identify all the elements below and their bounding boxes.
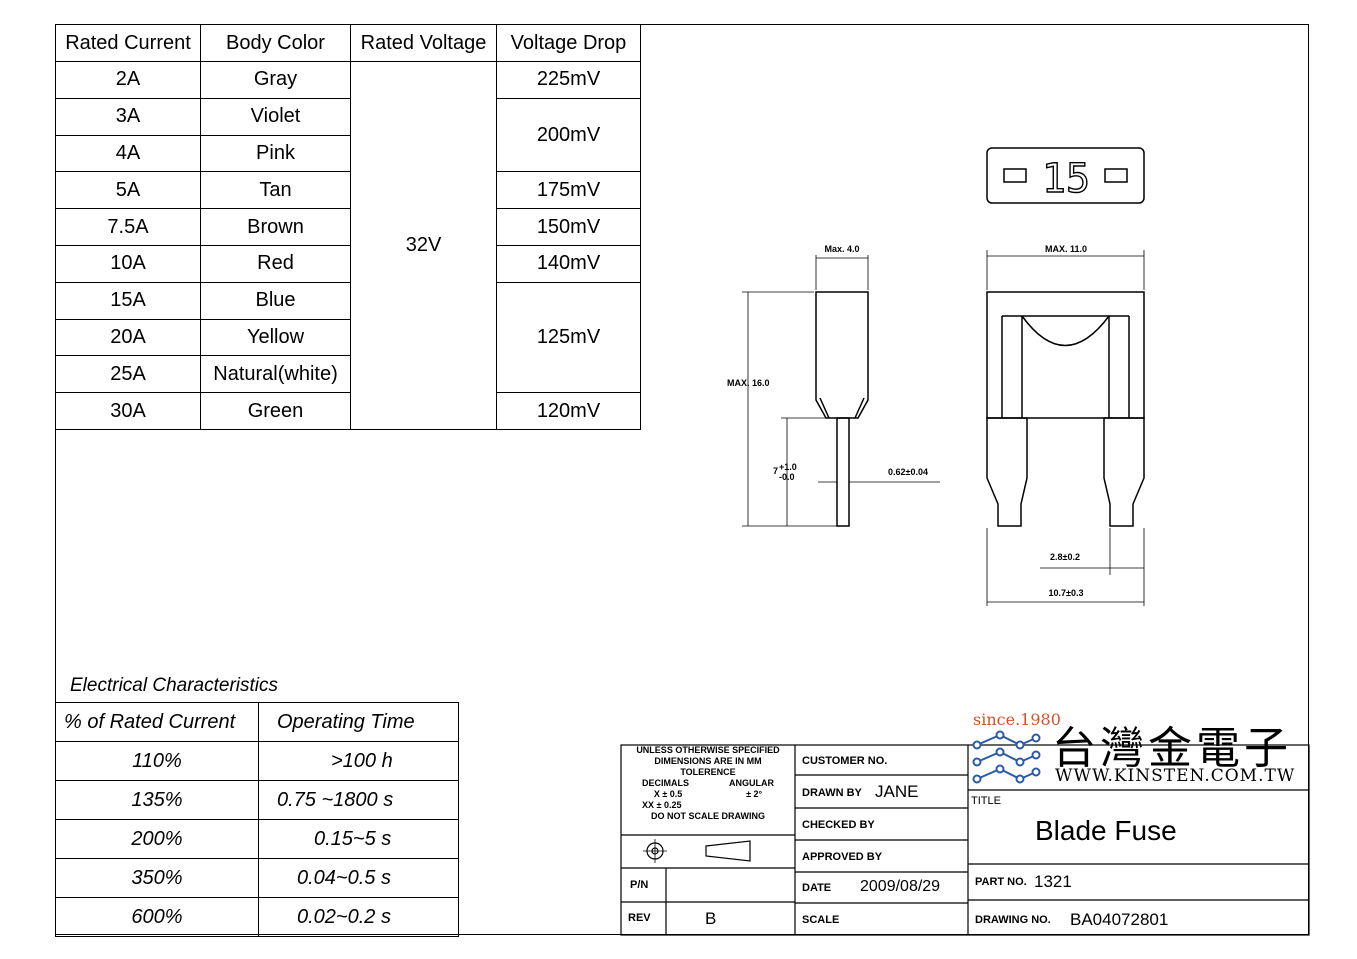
table-row: 25A Natural(white) xyxy=(55,355,641,394)
date-label: DATE xyxy=(802,882,832,894)
current-cell: 20A xyxy=(55,318,201,357)
tolerance-note: UNLESS OTHERWISE SPECIFIED DIMENSIONS AR… xyxy=(622,745,794,822)
current-cell: 5A xyxy=(55,171,201,210)
part-no-label: PART NO. xyxy=(975,876,1027,888)
time-cell: 0.02~0.2 s xyxy=(258,897,459,937)
header-voltage-drop: Voltage Drop xyxy=(496,24,641,62)
customer-label: CUSTOMER NO. xyxy=(802,755,888,767)
table-row: 3A Violet 200mV xyxy=(55,97,641,173)
date-value: 2009/08/29 xyxy=(860,878,941,895)
color-cell: Natural(white) xyxy=(200,355,351,394)
color-cell: Tan xyxy=(200,171,351,210)
note-line: TOLERENCE xyxy=(680,767,736,777)
drop-cell: 150mV xyxy=(496,208,641,246)
current-cell: 3A xyxy=(55,97,201,136)
table-row: 110% >100 h xyxy=(55,741,459,781)
table-row: 15A Blue 125mV xyxy=(55,281,641,394)
drop-cell: 140mV xyxy=(496,244,641,283)
dim-blade-tol-plus: +1.0 xyxy=(779,462,797,472)
dim-height: MAX. 16.0 xyxy=(727,378,770,388)
dim-blade-span: 10.7±0.3 xyxy=(1049,588,1084,598)
color-cell: Gray xyxy=(200,61,351,99)
logo-mark xyxy=(972,730,1041,784)
electrical-header-row: % of Rated Current Operating Time xyxy=(55,702,459,742)
rating-header-row: Rated Current Body Color Rated Voltage V… xyxy=(55,24,641,62)
note-line: DO NOT SCALE DRAWING xyxy=(651,811,765,821)
fuse-top-view xyxy=(986,147,1145,204)
dim-blade-length: 7 xyxy=(773,466,778,476)
drawing-no-value: BA04072801 xyxy=(1070,910,1169,929)
logo-since: since.1980 xyxy=(973,710,1061,729)
color-cell: Brown xyxy=(200,208,351,246)
logo-url: WWW.KINSTEN.COM.TW xyxy=(1055,766,1296,786)
color-cell: Blue xyxy=(200,281,351,320)
approved-by-label: APPROVED BY xyxy=(802,851,883,863)
dim-blade-tol-minus: -0.0 xyxy=(779,472,795,482)
header-operating-time: Operating Time xyxy=(258,702,459,742)
table-row: 5A Tan 175mV xyxy=(55,171,641,210)
drawing-no-label: DRAWING NO. xyxy=(975,914,1051,926)
current-cell: 25A xyxy=(55,355,201,394)
table-row: 7.5A Brown 150mV xyxy=(55,208,641,246)
fuse-side-view xyxy=(742,255,940,527)
checked-by-label: CHECKED BY xyxy=(802,819,875,831)
scale-label: SCALE xyxy=(802,914,840,926)
title-label: TITLE xyxy=(971,795,1001,807)
percent-cell: 600% xyxy=(55,897,259,937)
table-row: 350% 0.04~0.5 s xyxy=(55,858,459,898)
dim-blade-thickness: 0.62±0.04 xyxy=(888,467,928,477)
time-cell: 0.15~5 s xyxy=(258,819,459,859)
time-cell: >100 h xyxy=(258,741,459,781)
drawn-by-label: DRAWN BY xyxy=(802,787,862,799)
note-line: DECIMALS xyxy=(642,778,689,788)
drop-cell: 200mV xyxy=(496,97,641,173)
header-body-color: Body Color xyxy=(200,24,351,62)
electrical-table: % of Rated Current Operating Time 110% >… xyxy=(55,702,459,937)
drop-cell: 120mV xyxy=(496,392,641,430)
table-row: 200% 0.15~5 s xyxy=(55,819,459,859)
dim-front-width: MAX. 11.0 xyxy=(1045,244,1087,254)
color-cell: Pink xyxy=(200,134,351,173)
note-line: ± 2° xyxy=(746,789,763,799)
percent-cell: 350% xyxy=(55,858,259,898)
dim-blade-width: 2.8±0.2 xyxy=(1050,552,1080,562)
current-cell: 10A xyxy=(55,244,201,283)
dim-side-width: Max. 4.0 xyxy=(824,244,859,254)
table-row: 20A Yellow xyxy=(55,318,641,357)
logo-company-name: 台灣金電子 xyxy=(1052,723,1292,774)
electrical-title: Electrical Characteristics xyxy=(70,675,278,696)
table-row: 30A Green 120mV xyxy=(55,392,641,430)
fuse-front-view xyxy=(986,250,1145,606)
fuse-rating-label: 15 xyxy=(1042,156,1090,202)
note-line: UNLESS OTHERWISE SPECIFIED xyxy=(636,745,780,755)
rev-label: REV xyxy=(628,912,651,924)
color-cell: Red xyxy=(200,244,351,283)
drawn-by-value: JANE xyxy=(875,782,919,801)
note-line: X ± 0.5 xyxy=(653,789,683,799)
title-block-grid xyxy=(620,744,1310,936)
note-line: DIMENSIONS ARE IN MM xyxy=(654,756,762,766)
part-no-value: 1321 xyxy=(1034,872,1072,891)
title-value: Blade Fuse xyxy=(1035,815,1177,846)
table-row: 600% 0.02~0.2 s xyxy=(55,897,459,937)
drop-cell: 225mV xyxy=(496,61,641,99)
table-row: 10A Red 140mV xyxy=(55,244,641,283)
pn-label: P/N xyxy=(630,879,649,891)
rev-value: B xyxy=(705,909,717,928)
note-line: ANGULAR xyxy=(729,778,774,788)
drop-cell: 125mV xyxy=(496,281,641,394)
note-line: XX ± 0.25 xyxy=(642,800,682,810)
percent-cell: 110% xyxy=(55,741,259,781)
color-cell: Green xyxy=(200,392,351,430)
header-rated-current: Rated Current xyxy=(55,24,201,62)
current-cell: 30A xyxy=(55,392,201,430)
rating-table: Rated Current Body Color Rated Voltage V… xyxy=(55,24,641,430)
percent-cell: 200% xyxy=(55,819,259,859)
color-cell: Yellow xyxy=(200,318,351,357)
